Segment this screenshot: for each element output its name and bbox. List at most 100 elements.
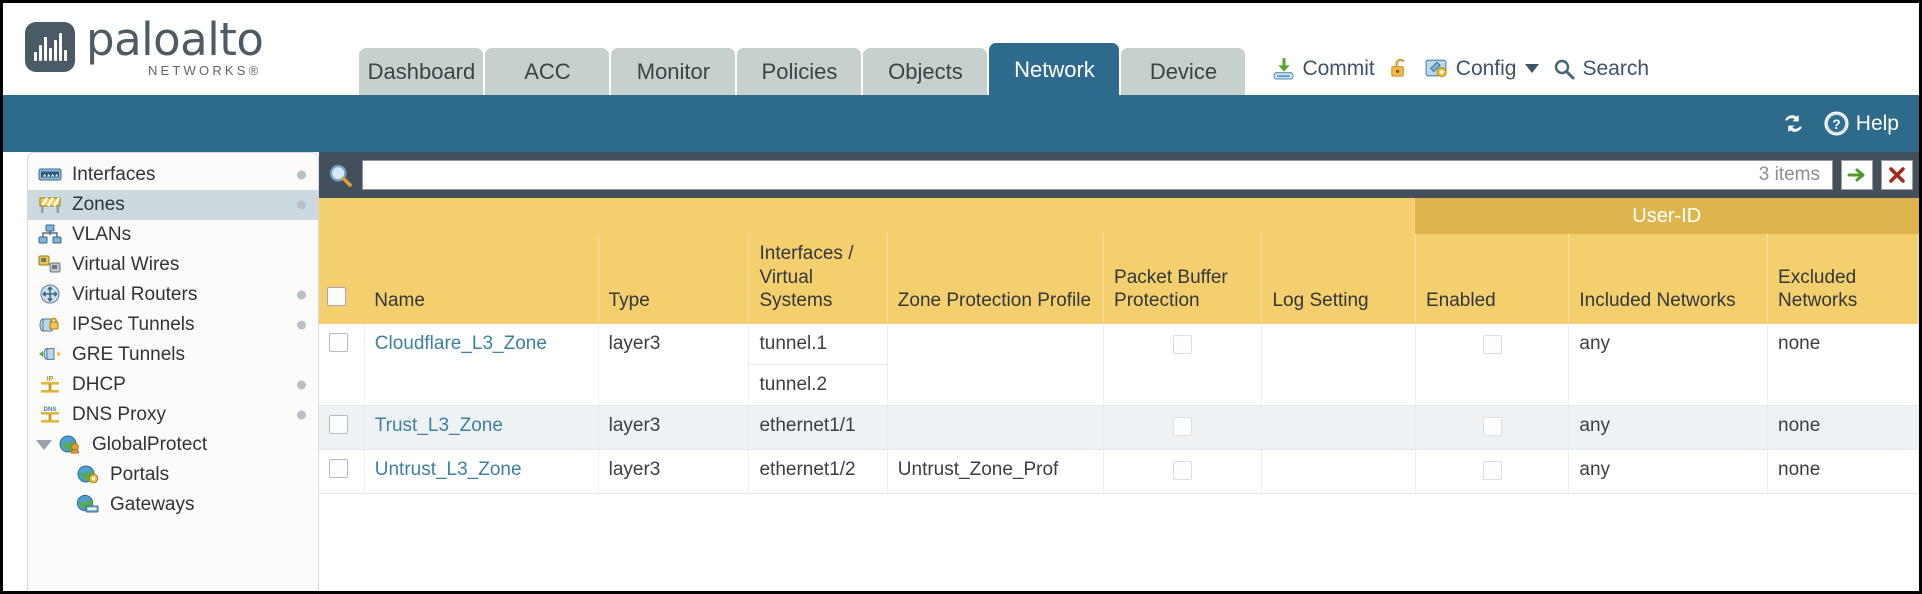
cell-name: Trust_L3_Zone [364, 405, 599, 450]
sidebar-item-status-dot [297, 410, 306, 420]
cell-included-networks: any [1568, 323, 1769, 406]
globalprotect-icon [58, 434, 84, 456]
magnifier-icon[interactable] [327, 162, 354, 189]
sidebar-item-label: Interfaces [72, 164, 156, 185]
packet-buffer-checkbox[interactable] [1173, 334, 1193, 354]
commit-button[interactable]: Commit [1271, 56, 1375, 81]
svg-text:IP: IP [47, 376, 54, 383]
help-button[interactable]: ? Help [1823, 110, 1899, 137]
tab-policies[interactable]: Policies [737, 48, 862, 95]
packet-buffer-checkbox[interactable] [1173, 416, 1193, 436]
dhcp-ip-icon: IP [38, 374, 64, 396]
sidebar-item-status-dot [297, 380, 306, 390]
tab-device[interactable]: Device [1121, 48, 1246, 95]
row-checkbox[interactable] [329, 414, 348, 434]
cell-interfaces: tunnel.1 tunnel.2 [748, 323, 888, 406]
dns-proxy-icon: DNS [38, 404, 64, 426]
select-all-checkbox[interactable] [327, 286, 346, 306]
sidebar-item-label: Virtual Wires [72, 254, 180, 275]
interface-value: ethernet1/2 [759, 458, 856, 480]
tab-acc[interactable]: ACC [485, 48, 610, 95]
paloalto-waveform-logo-icon [25, 22, 75, 72]
interface-value: tunnel.1 [749, 324, 887, 365]
group-header-spacer [319, 198, 1416, 235]
cell-userid-enabled [1415, 449, 1570, 494]
portals-icon [76, 464, 102, 486]
sidebar-item-ipsec-tunnels[interactable]: IPSec Tunnels [28, 310, 318, 340]
tab-monitor[interactable]: Monitor [611, 48, 736, 95]
chevron-down-icon[interactable] [1525, 64, 1540, 73]
cell-excluded-networks: none [1767, 405, 1919, 450]
row-select-cell [319, 449, 365, 494]
vlans-icon [38, 224, 64, 246]
svg-text:?: ? [1832, 117, 1840, 132]
sidebar-item-label: GRE Tunnels [72, 344, 185, 365]
row-checkbox[interactable] [329, 332, 348, 352]
column-header-zone-protection-profile[interactable]: Zone Protection Profile [887, 234, 1105, 324]
cell-excluded-networks: none [1767, 323, 1919, 406]
column-header-name[interactable]: Name [364, 234, 599, 324]
userid-enabled-checkbox[interactable] [1482, 416, 1502, 436]
sidebar-item-virtual-wires[interactable]: Virtual Wires [28, 250, 318, 280]
column-header-interfaces-virtual-systems[interactable]: Interfaces / Virtual Systems [748, 234, 888, 324]
interface-value: tunnel.2 [759, 373, 828, 395]
expand-triangle-icon[interactable] [36, 440, 52, 450]
column-header-packet-buffer-protection[interactable]: Packet Buffer Protection [1103, 234, 1263, 324]
column-header-excluded-networks[interactable]: Excluded Networks [1767, 234, 1919, 324]
column-header-enabled[interactable]: Enabled [1415, 234, 1570, 324]
cell-interfaces: ethernet1/1 [748, 405, 888, 450]
sidebar-item-interfaces[interactable]: Interfaces [28, 160, 318, 190]
sidebar-item-status-dot [297, 290, 306, 300]
tab-objects[interactable]: Objects [863, 48, 988, 95]
userid-enabled-checkbox[interactable] [1482, 334, 1502, 354]
sidebar-item-virtual-routers[interactable]: Virtual Routers [28, 280, 318, 310]
packet-buffer-checkbox[interactable] [1173, 460, 1193, 480]
config-menu[interactable]: Config [1424, 56, 1540, 81]
sub-toolbar: ? Help [3, 95, 1919, 152]
row-checkbox[interactable] [329, 458, 348, 478]
select-all-header [319, 234, 365, 324]
zone-name-link[interactable]: Cloudflare_L3_Zone [374, 332, 547, 354]
zone-name-link[interactable]: Trust_L3_Zone [374, 414, 503, 436]
search-button[interactable]: Search [1552, 57, 1649, 81]
column-header-log-setting[interactable]: Log Setting [1261, 234, 1416, 324]
sidebar-item-zones[interactable]: Zones [28, 190, 318, 220]
virtual-routers-icon [38, 284, 64, 306]
sidebar-item-vlans[interactable]: VLANs [28, 220, 318, 250]
column-header-type[interactable]: Type [598, 234, 750, 324]
sidebar-item-portals[interactable]: Portals [28, 460, 318, 490]
userid-enabled-checkbox[interactable] [1482, 460, 1502, 480]
column-header-included-networks[interactable]: Included Networks [1568, 234, 1769, 324]
sidebar-item-gre-tunnels[interactable]: GRE Tunnels [28, 340, 318, 370]
clear-filter-button[interactable] [1881, 160, 1913, 190]
cell-packet-buffer-protection [1103, 323, 1263, 406]
row-select-cell [319, 405, 365, 450]
tab-dashboard[interactable]: Dashboard [359, 48, 484, 95]
zone-name-link[interactable]: Untrust_L3_Zone [374, 458, 522, 480]
apply-filter-button[interactable] [1841, 160, 1873, 190]
help-question-icon: ? [1824, 111, 1849, 136]
group-header-userid: User-ID [1415, 198, 1919, 235]
sidebar-item-gateways[interactable]: Gateways [28, 490, 318, 520]
search-input[interactable]: 3 items [362, 160, 1833, 190]
sidebar-item-globalprotect[interactable]: GlobalProtect [28, 430, 318, 460]
sidebar-item-status-dot [297, 320, 306, 330]
search-icon [1555, 59, 1575, 79]
cell-log-setting [1261, 449, 1416, 494]
gre-tunnel-icon [38, 344, 64, 366]
sidebar-item-label: Gateways [110, 494, 195, 515]
lock-button[interactable] [1388, 56, 1411, 81]
tab-network[interactable]: Network [989, 43, 1120, 95]
refresh-button[interactable] [1780, 111, 1807, 136]
commit-icon [1274, 58, 1294, 80]
brand-name: paloalto [86, 13, 264, 66]
